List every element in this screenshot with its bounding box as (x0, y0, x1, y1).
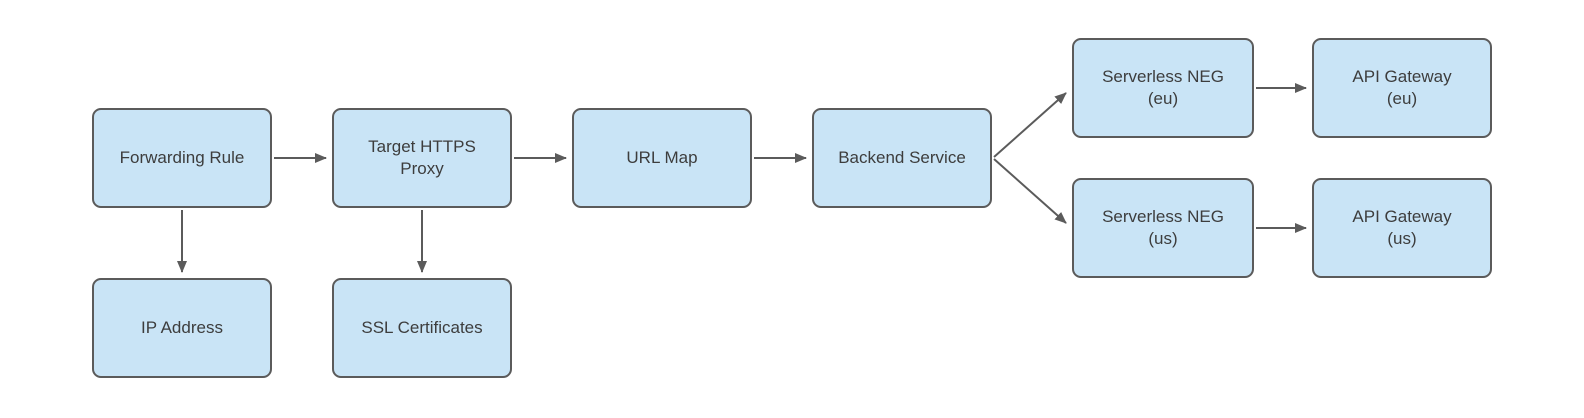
node-label: Serverless NEG (1102, 206, 1224, 226)
node-backend-service: Backend Service (812, 108, 992, 208)
node-label: SSL Certificates (361, 317, 483, 337)
node-label: (us) (1148, 229, 1178, 248)
node-label: (eu) (1147, 89, 1179, 108)
node-target-https-proxy: Target HTTPS Proxy (332, 108, 512, 208)
node-label: URL Map (626, 147, 698, 167)
node-label: Serverless NEG (1102, 66, 1224, 86)
node-forwarding-rule: Forwarding Rule (92, 108, 272, 208)
node-api-gateway-us: API Gateway (us) (1312, 178, 1492, 278)
node-label: (eu) (1386, 89, 1418, 108)
edge-backend-service-to-serverless-neg-us (993, 158, 1067, 224)
node-label: Target HTTPS (368, 136, 476, 156)
node-label: IP Address (141, 317, 223, 337)
node-label: Proxy (400, 159, 444, 178)
edge-backend-service-to-serverless-neg-eu (993, 92, 1067, 158)
node-serverless-neg-us: Serverless NEG (us) (1072, 178, 1254, 278)
node-label: API Gateway (1352, 206, 1452, 226)
node-label: API Gateway (1352, 66, 1452, 86)
node-label: Backend Service (838, 147, 966, 167)
node-ip-address: IP Address (92, 278, 272, 378)
node-url-map: URL Map (572, 108, 752, 208)
node-api-gateway-eu: API Gateway (eu) (1312, 38, 1492, 138)
node-ssl-certificates: SSL Certificates (332, 278, 512, 378)
node-label: Forwarding Rule (119, 147, 245, 167)
node-serverless-neg-eu: Serverless NEG (eu) (1072, 38, 1254, 138)
node-label: (us) (1387, 229, 1417, 248)
